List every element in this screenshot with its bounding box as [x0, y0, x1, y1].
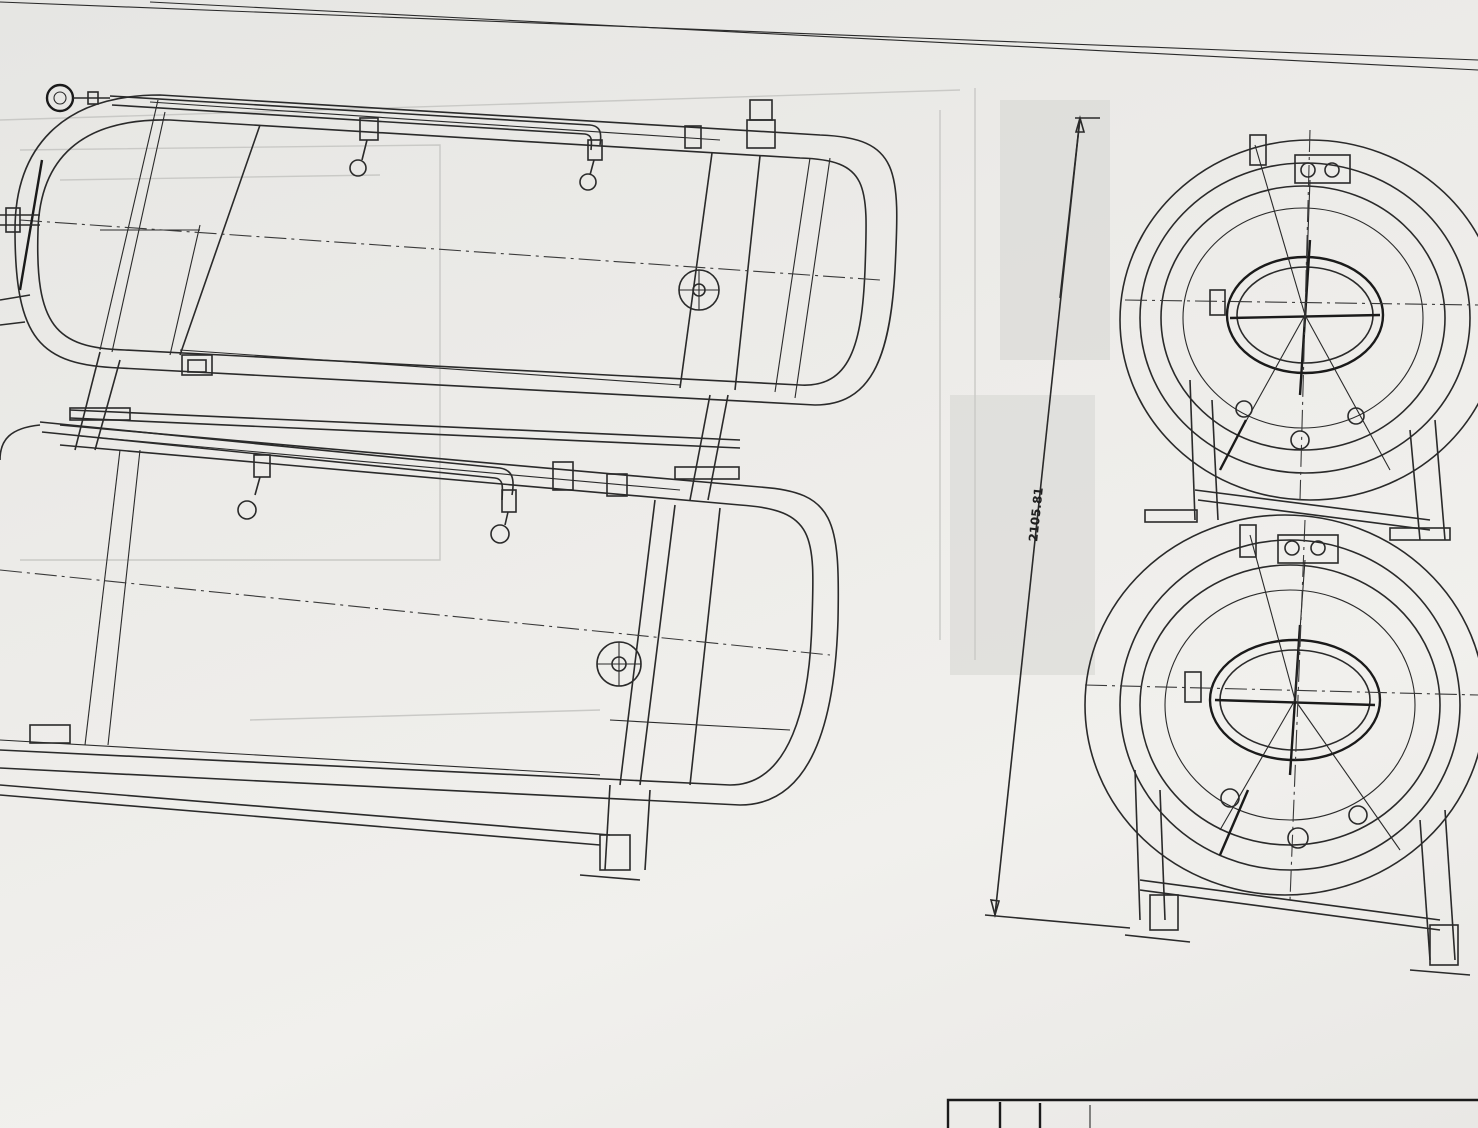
valve: [349, 117, 379, 177]
end-view-lower: [1084, 514, 1478, 976]
end-view-upper: [1119, 129, 1478, 541]
sheet-border: [0, 1, 1478, 71]
background-ghost-lines: [0, 88, 1110, 721]
lower-tank: [0, 421, 840, 881]
pressure-gauge-icon: [45, 83, 110, 113]
height-dimension: 2105.81: [984, 115, 1131, 929]
tank-frame: [69, 351, 741, 501]
valve: [579, 139, 603, 191]
valve: [237, 454, 271, 520]
valve: [490, 489, 517, 544]
height-dimension-label: 2105.81: [1026, 487, 1046, 543]
title-block: [946, 1098, 1478, 1128]
upper-tank: [0, 83, 898, 406]
